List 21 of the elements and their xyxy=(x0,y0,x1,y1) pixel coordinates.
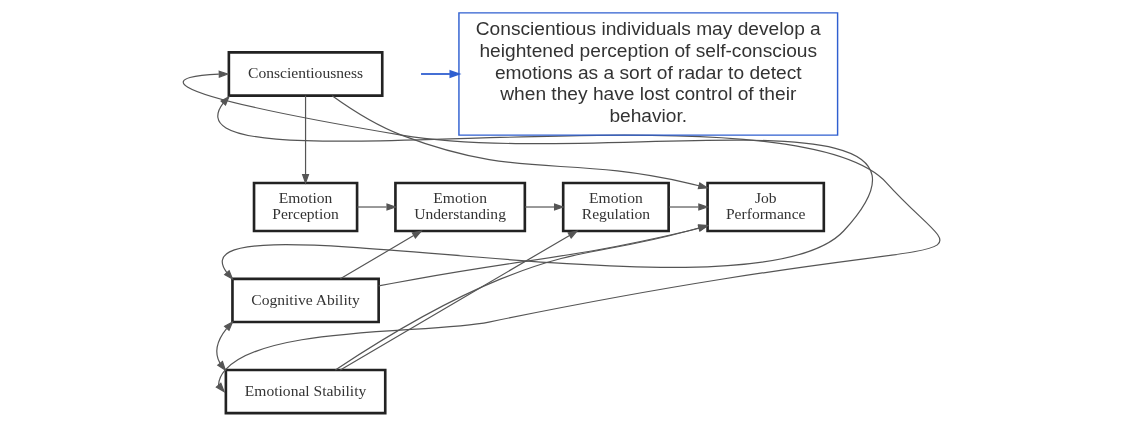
arrow xyxy=(334,224,709,371)
arrow xyxy=(668,203,709,211)
arrow xyxy=(356,203,397,211)
arrow xyxy=(523,203,565,211)
arrow xyxy=(331,95,709,190)
node-box: Emotion Perception xyxy=(252,181,358,233)
node-box: Conscientiousness xyxy=(227,51,384,97)
arrow xyxy=(339,230,423,280)
node-box: Conscientious individuals may develop a heightened perception of self-conscious emotions as a sort of radar to detect when they have lost control of their behavior. xyxy=(457,12,838,136)
node-box: Emotional Stability xyxy=(224,368,387,415)
arrow xyxy=(339,230,578,371)
arrow xyxy=(215,320,234,372)
arrow xyxy=(301,95,309,185)
node-box: Emotion Understanding xyxy=(393,181,526,233)
arrow xyxy=(182,70,873,281)
node-box: Emotion Regulation xyxy=(561,181,670,233)
node-box: Cognitive Ability xyxy=(230,277,380,324)
arrow xyxy=(419,69,461,79)
arrow xyxy=(377,224,709,287)
node-box: Job Performance xyxy=(705,181,825,233)
arrow xyxy=(214,95,940,393)
